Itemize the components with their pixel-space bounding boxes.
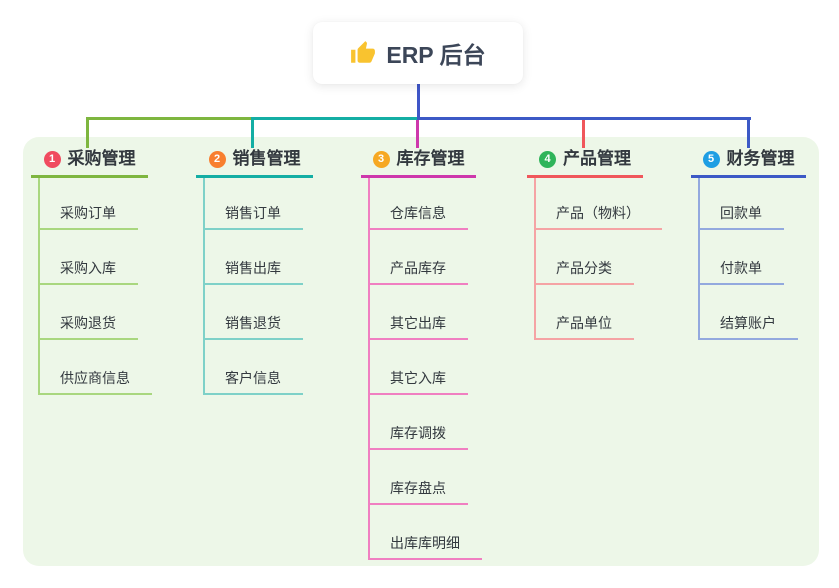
- branch-label: 库存管理: [396, 149, 465, 168]
- node-item[interactable]: 产品库存: [370, 258, 468, 285]
- connector-branch-drop: [747, 117, 750, 148]
- branch-label: 产品管理: [563, 149, 631, 168]
- branch-header-inventory[interactable]: 3 库存管理: [361, 148, 476, 178]
- node-item[interactable]: 库存盘点: [370, 478, 468, 505]
- node-item[interactable]: 其它出库: [370, 313, 468, 340]
- branch-product: 4 产品管理 产品（物料） 产品分类 产品单位: [527, 148, 662, 340]
- node-item[interactable]: 回款单: [700, 203, 784, 230]
- node-item[interactable]: 产品分类: [536, 258, 634, 285]
- branch-label: 采购管理: [67, 149, 136, 168]
- branch-children: 销售订单 销售出库 销售退货 客户信息: [203, 178, 313, 395]
- root-title: ERP 后台: [386, 42, 486, 68]
- thumbs-up-icon: [350, 40, 376, 66]
- connector-branch-drop: [416, 120, 419, 148]
- branch-number-badge: 5: [702, 150, 720, 168]
- connector-bus-segment: [87, 117, 255, 120]
- mindmap-panel: [23, 137, 819, 566]
- connector-branch-drop: [251, 117, 254, 148]
- node-item[interactable]: 其它入库: [370, 368, 468, 395]
- node-item[interactable]: 采购入库: [40, 258, 138, 285]
- node-item[interactable]: 产品（物料）: [536, 203, 662, 230]
- branch-children: 回款单 付款单 结算账户: [698, 178, 806, 340]
- branch-header-sales[interactable]: 2 销售管理: [196, 148, 313, 178]
- node-item[interactable]: 出库库明细: [370, 533, 482, 560]
- branch-number-badge: 1: [43, 150, 61, 168]
- branch-number-badge: 4: [539, 150, 556, 168]
- node-item[interactable]: 产品单位: [536, 313, 634, 340]
- node-item[interactable]: 库存调拨: [370, 423, 468, 450]
- node-item[interactable]: 供应商信息: [40, 368, 152, 395]
- node-item[interactable]: 结算账户: [700, 313, 798, 340]
- branch-header-purchase[interactable]: 1 采购管理: [31, 148, 148, 178]
- branch-number-badge: 3: [372, 150, 390, 168]
- connector-branch-drop: [86, 117, 89, 148]
- root-node[interactable]: ERP 后台: [313, 22, 523, 84]
- branch-header-finance[interactable]: 5 财务管理: [691, 148, 806, 178]
- branch-label: 销售管理: [232, 149, 301, 168]
- branch-children: 产品（物料） 产品分类 产品单位: [534, 178, 662, 340]
- connector-bus-segment: [253, 117, 419, 120]
- node-item[interactable]: 采购退货: [40, 313, 138, 340]
- branch-label: 财务管理: [726, 149, 795, 168]
- branch-children: 仓库信息 产品库存 其它出库 其它入库 库存调拨 库存盘点 出库库明细: [368, 178, 482, 560]
- branch-finance: 5 财务管理 回款单 付款单 结算账户: [691, 148, 806, 340]
- node-item[interactable]: 付款单: [700, 258, 784, 285]
- node-item[interactable]: 销售出库: [205, 258, 303, 285]
- branch-purchase: 1 采购管理 采购订单 采购入库 采购退货 供应商信息: [31, 148, 152, 395]
- branch-inventory: 3 库存管理 仓库信息 产品库存 其它出库 其它入库 库存调拨 库存盘点 出库库…: [361, 148, 482, 560]
- node-item[interactable]: 销售退货: [205, 313, 303, 340]
- node-item[interactable]: 销售订单: [205, 203, 303, 230]
- branch-header-product[interactable]: 4 产品管理: [527, 148, 643, 178]
- connector-branch-drop: [582, 120, 585, 148]
- connector-root-stub: [417, 84, 420, 118]
- branch-sales: 2 销售管理 销售订单 销售出库 销售退货 客户信息: [196, 148, 313, 395]
- node-item[interactable]: 仓库信息: [370, 203, 468, 230]
- connector-bus-segment: [417, 117, 751, 120]
- node-item[interactable]: 客户信息: [205, 368, 303, 395]
- branch-number-badge: 2: [208, 150, 226, 168]
- node-item[interactable]: 采购订单: [40, 203, 138, 230]
- branch-children: 采购订单 采购入库 采购退货 供应商信息: [38, 178, 152, 395]
